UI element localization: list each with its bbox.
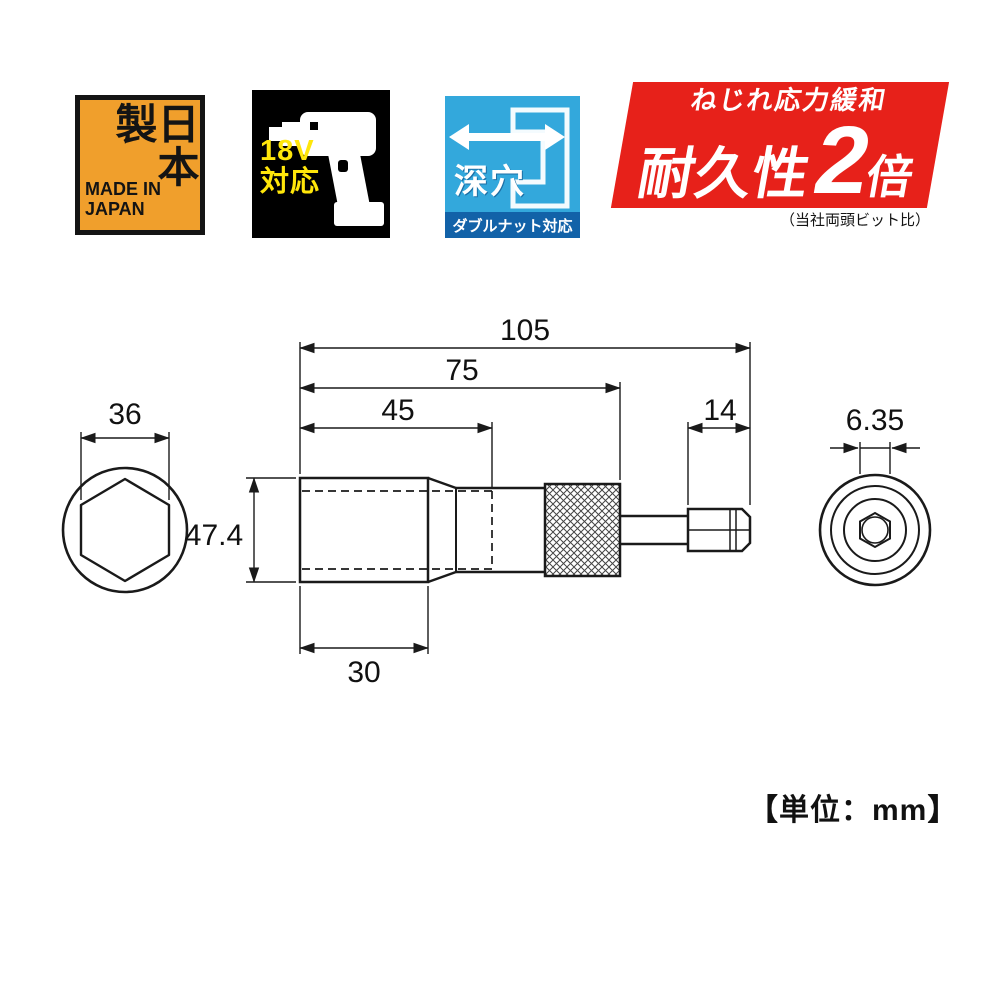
socket-side-view [298,476,752,584]
dim-hex-across: 36 [108,398,141,431]
made-in-japan-kanji: 日本製 [110,102,199,188]
badge-18v-label: 18V 対応 [260,135,321,199]
deep-hole-label: 深穴 [454,163,526,201]
double-arrow-icon [449,124,565,150]
dim-upper-length: 75 [445,354,478,387]
dim-total-length: 105 [500,314,550,347]
impact-driver-18v-badge: 18V 対応 [252,90,390,238]
unit-label: 【単位：mm】 [748,794,959,827]
shank-end-view [818,473,932,587]
dimension-lines [80,342,920,654]
dim-hex-length: 14 [703,394,736,427]
made-in-line: MADE IN [85,178,161,199]
deep-socket-badge: 深穴 ダブルナット対応 [445,96,580,238]
deep-socket-icon [449,107,570,209]
hidden-bore-lines [302,490,493,570]
badge-18v-line1: 18V [260,135,315,167]
made-in-japan-badge: 日本製 MADE IN JAPAN [75,95,205,235]
knurled-collar [543,482,622,578]
badge-18v-line2: 対応 [260,166,321,199]
dimension-labels: 105 75 45 14 30 47.4 36 6.35 [108,314,904,689]
dim-body-length: 30 [347,656,380,689]
double-nut-banner: ダブルナット対応 [445,212,580,238]
dim-drive-size: 6.35 [846,404,904,437]
made-in-japan-english: MADE IN JAPAN [85,179,161,220]
dim-bore-depth: 45 [381,394,414,427]
impact-driver-icon [269,112,384,226]
dim-outer-diameter: 47.4 [185,519,243,552]
japan-line: JAPAN [85,199,145,220]
durability-note: （当社両頭ビット比） [779,211,930,229]
socket-front-view [61,466,189,594]
